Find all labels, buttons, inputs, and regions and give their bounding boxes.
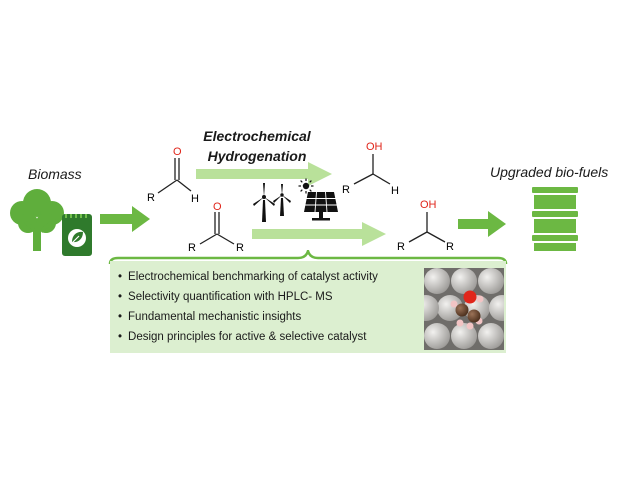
list-item: Electrochemical benchmarking of catalyst… xyxy=(118,267,506,287)
upgraded-biofuels-label: Upgraded bio-fuels xyxy=(490,164,609,180)
catalyst-surface-model xyxy=(424,268,504,350)
barrel-icon xyxy=(532,187,578,251)
secondary-alcohol-r2: R xyxy=(446,241,454,253)
solar-panel-icon xyxy=(304,191,338,221)
insights-list: Electrochemical benchmarking of catalyst… xyxy=(110,261,506,347)
aldehyde-structure: O R H xyxy=(147,146,199,205)
reaction-title: Electrochemical Hydrogenation xyxy=(188,126,326,166)
aldehyde-r: R xyxy=(147,192,155,204)
secondary-alcohol-structure: OH R R xyxy=(397,199,454,253)
title-line-1: Electrochemical xyxy=(203,128,311,144)
output-arrow xyxy=(458,211,506,237)
list-item: Design principles for active & selective… xyxy=(118,327,506,347)
primary-alcohol-r: R xyxy=(342,184,350,196)
input-arrow xyxy=(100,206,150,232)
ketone-structure: O R R xyxy=(188,201,244,254)
list-item: Fundamental mechanistic insights xyxy=(118,307,506,327)
aldehyde-oxygen: O xyxy=(173,146,182,158)
secondary-alcohol-oh: OH xyxy=(420,199,437,211)
ketone-oxygen: O xyxy=(213,201,222,213)
aldehyde-h: H xyxy=(191,193,199,205)
secondary-alcohol-r1: R xyxy=(397,241,405,253)
sun-icon xyxy=(298,178,314,194)
title-line-2: Hydrogenation xyxy=(207,148,307,164)
bracket-brace xyxy=(108,250,508,265)
bag-leaf-icon xyxy=(62,214,92,256)
wind-turbine-icon xyxy=(253,183,291,222)
hydrogenation-arrow-upper xyxy=(196,162,332,186)
primary-alcohol-structure: OH R H xyxy=(342,141,399,197)
hydrogenation-arrow-lower xyxy=(252,222,386,246)
ketone-r2: R xyxy=(236,242,244,254)
list-item: Selectivity quantification with HPLC- MS xyxy=(118,287,506,307)
ketone-r1: R xyxy=(188,242,196,254)
tree-icon xyxy=(10,189,64,251)
primary-alcohol-h: H xyxy=(391,185,399,197)
biomass-label: Biomass xyxy=(28,166,82,182)
primary-alcohol-oh: OH xyxy=(366,141,383,153)
